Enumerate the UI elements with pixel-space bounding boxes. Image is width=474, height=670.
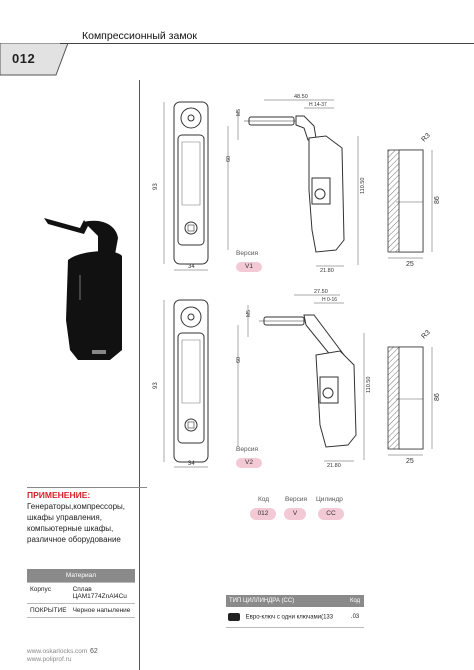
cutout-view-v1	[387, 149, 433, 259]
material-value: Сплав ЦАМ1774ZnAl4Cu	[69, 582, 135, 604]
version-badge-v1: V1	[236, 262, 262, 272]
code-tab	[0, 43, 69, 76]
svg-text:25: 25	[406, 458, 414, 465]
side-view-v2	[259, 314, 357, 448]
application-line: Генераторы,компрессоры,	[27, 502, 126, 511]
svg-text:R3: R3	[420, 132, 431, 143]
svg-text:H 14-37: H 14-37	[309, 102, 327, 108]
svg-text:110.50: 110.50	[360, 178, 366, 194]
svg-text:34: 34	[188, 461, 195, 467]
drawing-v2: 93 34 27.50 H 0-16 M5 60 110.50 21.80 25…	[153, 289, 441, 469]
svg-text:21.80: 21.80	[320, 268, 334, 274]
svg-text:110.50: 110.50	[366, 377, 372, 393]
material-header: Материал	[27, 569, 135, 583]
application-title: ПРИМЕНЕНИЕ:	[27, 490, 91, 500]
order-code-value-version: V	[284, 508, 306, 520]
order-code-header-code: Код	[258, 496, 270, 503]
svg-text:34: 34	[188, 264, 195, 270]
cylinder-header-code: Код	[349, 598, 361, 604]
table-row: Корпус Сплав ЦАМ1774ZnAl4Cu	[27, 582, 135, 604]
column-divider	[139, 80, 140, 670]
svg-text:M5: M5	[246, 310, 252, 317]
version-caption-v1: Версия	[236, 250, 258, 257]
footer-link[interactable]: www.oskarlocks.com	[27, 648, 88, 655]
drawing-v1: 93 34 48.50 H 14-37 M5 60 110.50 21.80 2…	[153, 94, 441, 274]
application-line: компьютерные шкафы,	[27, 524, 114, 533]
material-label: Корпус	[27, 582, 70, 604]
order-code-header-cylinder: Цилиндр	[316, 496, 343, 503]
svg-text:60: 60	[236, 357, 242, 363]
cylinder-code: .03	[346, 607, 364, 628]
version-caption-v2: Версия	[236, 446, 258, 453]
svg-text:86: 86	[434, 196, 441, 204]
svg-text:R3: R3	[420, 329, 431, 340]
cylinder-header-row: ТИП ЦИЛЛИНДРА (CC) Код	[226, 595, 364, 607]
front-view-v1	[173, 101, 209, 265]
side-view-v1	[244, 115, 345, 253]
page-number: 62	[90, 648, 98, 655]
order-code-header-version: Версия	[285, 496, 307, 503]
key-icon	[228, 613, 240, 621]
version-badge-v2: V2	[236, 458, 262, 468]
footer-sites: www.oskarlocks.com www.poliprof.ru	[27, 648, 87, 664]
cutout-view-v2	[387, 346, 433, 456]
svg-text:M5: M5	[236, 109, 242, 116]
footer-link[interactable]: www.poliprof.ru	[27, 656, 72, 663]
order-code-value-cylinder: CC	[318, 508, 344, 520]
dim-93: 93	[153, 183, 159, 190]
header-rule	[60, 43, 474, 44]
material-value: Черное напыление	[69, 603, 135, 618]
svg-text:93: 93	[153, 382, 159, 389]
table-row: Евро-ключ с одни ключами(133 .03	[226, 607, 364, 628]
svg-text:H 0-16: H 0-16	[322, 297, 337, 303]
svg-text:25: 25	[406, 261, 414, 268]
svg-text:27.50: 27.50	[314, 289, 328, 295]
svg-text:48.50: 48.50	[294, 94, 308, 100]
material-table: Материал Корпус Сплав ЦАМ1774ZnAl4Cu ПОК…	[27, 569, 135, 618]
cylinder-header-type: ТИП ЦИЛЛИНДРА (CC)	[229, 598, 295, 604]
page-title: Компрессионный замок	[82, 30, 197, 42]
application-text: Генераторы,компрессоры, шкафы управления…	[27, 501, 147, 545]
product-silhouette	[44, 218, 122, 360]
material-label: ПОКРЫТИЕ	[27, 603, 70, 618]
application-line: шкафы управления,	[27, 513, 102, 522]
cylinder-table: ТИП ЦИЛЛИНДРА (CC) Код Евро-ключ с одни …	[226, 595, 364, 628]
svg-text:60: 60	[226, 156, 232, 162]
svg-text:21.80: 21.80	[327, 463, 341, 469]
svg-text:86: 86	[434, 393, 441, 401]
order-code-value-code: 012	[250, 508, 276, 520]
cylinder-desc: Евро-ключ с одни ключами(133	[245, 614, 334, 621]
application-rule	[27, 487, 147, 488]
table-row: ПОКРЫТИЕ Черное напыление	[27, 603, 135, 618]
front-view-v2	[173, 299, 209, 463]
product-code: 012	[12, 51, 36, 66]
application-line: различное оборудование	[27, 535, 121, 544]
